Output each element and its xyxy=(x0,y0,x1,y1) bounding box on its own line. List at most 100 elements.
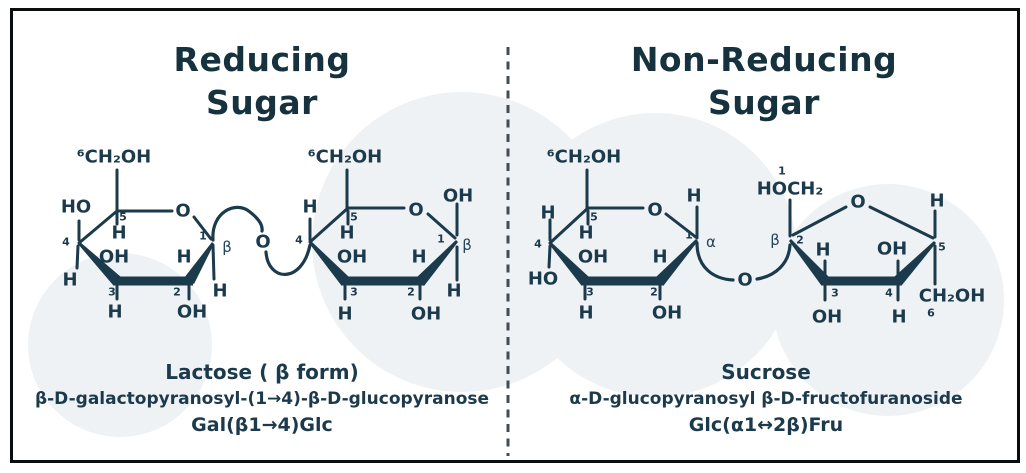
c5-h-label: H xyxy=(929,191,944,212)
c4-h-label: H xyxy=(891,307,906,328)
fructose-ring: 1 HOCH₂ β 2 O H 5 CH₂OH 6 H 3 OH OH 4 H xyxy=(757,165,986,328)
title-line: Sugar xyxy=(708,83,820,122)
c3-h-label: H xyxy=(337,304,352,325)
beta-anomer-label: β xyxy=(462,236,472,254)
watermark-circle xyxy=(513,113,797,397)
c3-number: 3 xyxy=(350,286,358,299)
ring-and-substituent-bonds xyxy=(788,198,937,302)
ring-oxygen: O xyxy=(408,200,423,221)
glycosidic-bond-left xyxy=(695,241,735,282)
glucose-ring: ⁶CH₂OH H 4 5 H O OH 1 β H OH 3 H H 2 OH xyxy=(295,147,473,325)
c5-number: 5 xyxy=(590,211,598,224)
c2-number: 2 xyxy=(173,286,181,299)
c3-oh-label: OH xyxy=(578,247,608,268)
c2-h-label: H xyxy=(176,247,191,268)
sucrose-structure: ⁶CH₂OH H 4 HO 5 H O H 1 α OH 3 H H 2 OH xyxy=(528,147,985,328)
glycosidic-bond-upper xyxy=(211,205,264,242)
right-panel-title: Non-Reducing Sugar xyxy=(516,38,1012,124)
compound-iupac: β-D-galactopyranosyl-(1→4)-β-D-glucopyra… xyxy=(34,389,490,409)
lactose-structure: ⁶CH₂OH 5 H O HO 4 H OH 3 H H 2 OH 1 β H xyxy=(61,147,473,325)
glycosidic-linkage: O xyxy=(695,241,792,291)
ring-and-substituent-bonds xyxy=(308,168,459,301)
ring-oxygen: O xyxy=(850,192,865,213)
watermark-shapes xyxy=(28,92,1004,437)
beta-anomer-label: β xyxy=(222,238,232,256)
watermark-circle xyxy=(772,184,1004,416)
c2-oh-label: OH xyxy=(652,303,682,324)
c2-oh-label: OH xyxy=(177,302,207,323)
c1-h-label: H xyxy=(686,186,701,207)
c3-number: 3 xyxy=(831,287,839,300)
glycosidic-bond-lower xyxy=(264,243,312,276)
c4-ho-label: HO xyxy=(528,269,558,290)
c4-number: 4 xyxy=(62,236,70,249)
c2-h-label: H xyxy=(652,247,667,268)
ring-and-substituent-bonds xyxy=(547,168,699,301)
c5-h-label: H xyxy=(111,223,126,244)
c4-oh-label: OH xyxy=(877,239,907,260)
c4-ho-label: HO xyxy=(61,197,91,218)
c1-hoch2-label: HOCH₂ xyxy=(757,179,824,200)
compound-iupac: α-D-glucopyranosyl β-D-fructofuranoside xyxy=(569,389,963,409)
c6-ch2oh-label: CH₂OH xyxy=(919,286,986,307)
c1-h-label: H xyxy=(446,281,461,302)
c6-number: 6 xyxy=(927,307,935,320)
glycosidic-bond-right xyxy=(755,243,792,281)
c3-h-label: H xyxy=(815,240,830,261)
c2-oh-label: OH xyxy=(411,304,441,325)
c5-number: 5 xyxy=(938,241,946,254)
c2-number: 2 xyxy=(650,286,658,299)
c4-h-label: H xyxy=(62,270,77,291)
title-line: Reducing xyxy=(173,40,351,79)
c3-number: 3 xyxy=(108,286,116,299)
title-line: Sugar xyxy=(206,83,318,122)
c3-number: 3 xyxy=(586,286,594,299)
c4-h-label: H xyxy=(540,203,555,224)
compound-name: Lactose ( β form) xyxy=(165,360,359,384)
c5-number: 5 xyxy=(119,211,127,224)
c1-number: 1 xyxy=(437,233,445,246)
wedge-bonds xyxy=(549,239,698,285)
wedge-bonds xyxy=(789,239,936,285)
c2-h-label: H xyxy=(411,247,426,268)
beta-anomer-label: β xyxy=(770,231,780,249)
alpha-anomer-label: α xyxy=(706,233,716,251)
ring-oxygen: O xyxy=(175,201,190,222)
c6-ch2oh-label: ⁶CH₂OH xyxy=(547,147,621,168)
compound-name: Sucrose xyxy=(721,360,811,384)
c3-oh-label: OH xyxy=(337,247,367,268)
c4-number: 4 xyxy=(885,287,893,300)
watermark-circle xyxy=(28,253,212,437)
c1-number: 1 xyxy=(685,229,693,242)
c1-number: 1 xyxy=(778,165,786,178)
glycosidic-oxygen: O xyxy=(737,270,752,291)
c2-number: 2 xyxy=(796,234,804,247)
ring-and-substituent-bonds xyxy=(75,168,216,301)
left-panel-title: Reducing Sugar xyxy=(18,38,506,124)
compound-shorthand: Gal(β1→4)Glc xyxy=(191,414,333,436)
galactose-ring: ⁶CH₂OH 5 H O HO 4 H OH 3 H H 2 OH 1 β H xyxy=(61,147,232,323)
c6-ch2oh-label: ⁶CH₂OH xyxy=(77,147,151,168)
c5-h-label: H xyxy=(578,223,593,244)
c4-h-label: H xyxy=(302,197,317,218)
c3-h-label: H xyxy=(107,302,122,323)
sucrose-caption: Sucrose α-D-glucopyranosyl β-D-fructofur… xyxy=(520,359,1012,438)
c1-h-label: H xyxy=(212,281,227,302)
c2-number: 2 xyxy=(407,286,415,299)
wedge-bonds xyxy=(78,242,214,285)
c5-number: 5 xyxy=(350,211,358,224)
ring-oxygen: O xyxy=(647,200,662,221)
title-line: Non-Reducing xyxy=(630,40,898,79)
glycosidic-oxygen: O xyxy=(255,232,270,253)
wedge-bonds xyxy=(309,240,458,286)
c3-oh-label: OH xyxy=(99,247,129,268)
c3-h-label: H xyxy=(578,303,593,324)
c3-oh-label: OH xyxy=(812,307,842,328)
c4-number: 4 xyxy=(534,238,542,251)
compound-shorthand: Glc(α1↔2β)Fru xyxy=(688,414,844,436)
c6-ch2oh-label: ⁶CH₂OH xyxy=(308,147,382,168)
glycosidic-linkage: O xyxy=(211,205,312,276)
c1-number: 1 xyxy=(199,230,207,243)
